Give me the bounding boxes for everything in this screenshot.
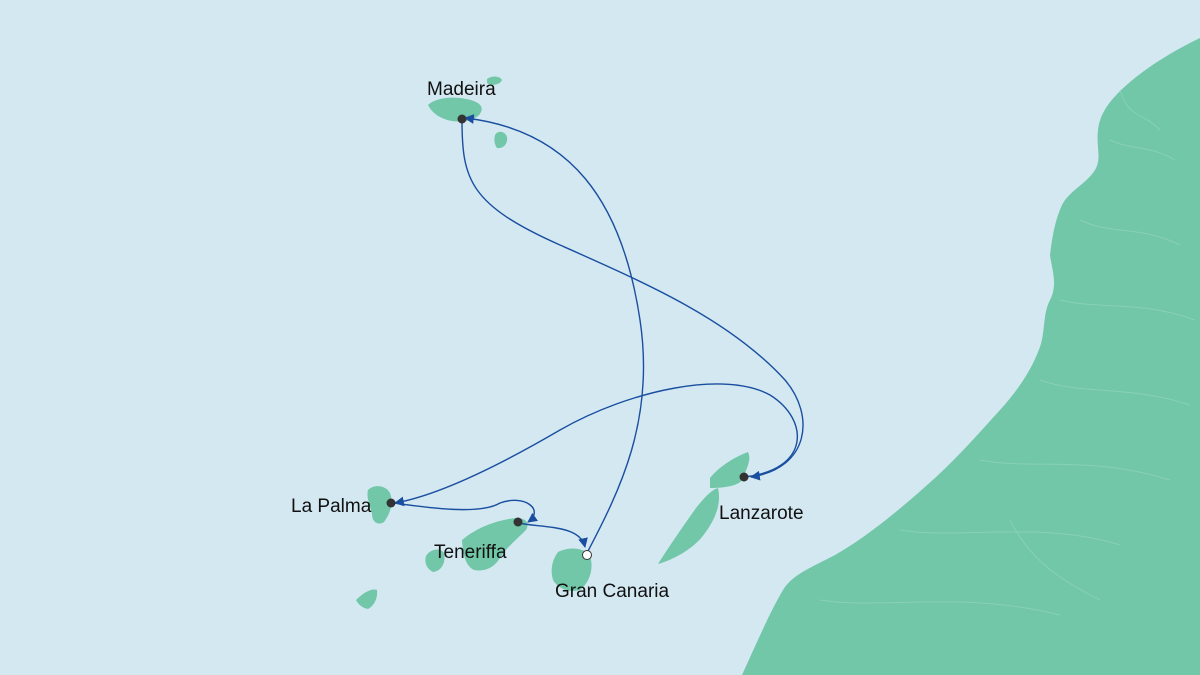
island-el-hierro [356,589,378,609]
island-gran-canaria [551,548,592,591]
island-porto-santo [487,76,502,85]
route-gran-canaria-to-madeira [464,114,645,554]
route-madeira-to-lanzarote [461,119,804,481]
port-label-lanzarote: Lanzarote [719,503,804,524]
port-label-la-palma: La Palma [291,496,372,517]
island-la-palma [367,486,392,524]
mainland-africa [742,38,1200,675]
route-lines [393,114,804,554]
port-dot-gran-canaria-start[interactable] [582,550,592,560]
route-la-palma-to-teneriffa [393,499,539,523]
islands [356,76,750,609]
island-tenerife [462,518,528,571]
port-dot-teneriffa[interactable] [513,517,523,527]
port-dot-madeira[interactable] [457,114,467,124]
port-dot-lanzarote[interactable] [739,472,749,482]
island-desertas [494,131,508,149]
route-lanzarote-to-la-palma [394,383,798,507]
island-lanzarote [710,452,750,488]
port-dot-la-palma[interactable] [386,498,396,508]
port-label-teneriffa: Teneriffa [434,542,507,563]
mainland-terrain [819,89,1196,616]
port-label-gran-canaria: Gran Canaria [555,581,670,602]
island-fuerteventura [658,488,720,564]
island-la-gomera [425,549,445,572]
port-label-madeira: Madeira [427,79,496,100]
port-markers [386,114,749,560]
route-teneriffa-to-gran-canaria [517,522,588,548]
